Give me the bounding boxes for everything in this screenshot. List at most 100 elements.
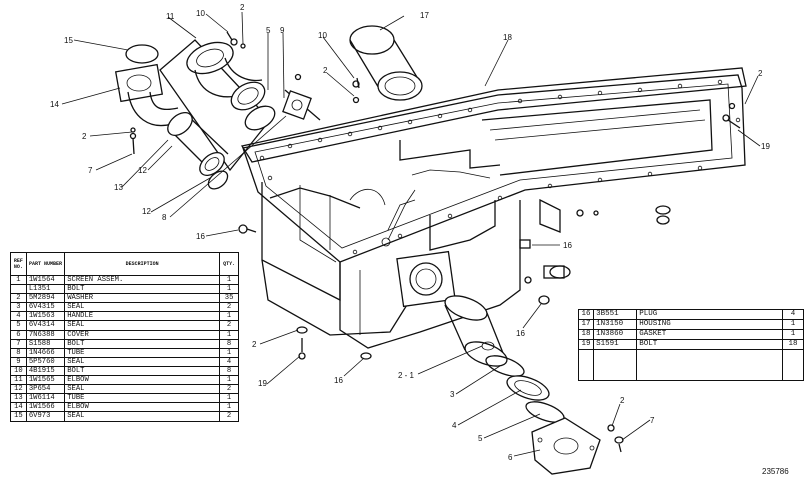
part-number-cell: 1W1564 [25, 274, 66, 286]
ref-cell: 4 [10, 311, 27, 322]
part-number-cell: 6V4314 [25, 320, 66, 331]
part-number-cell: 6V4315 [25, 302, 66, 313]
callout-2: 2 [758, 69, 763, 78]
ref-cell [10, 284, 27, 295]
part-number-cell: 5P5760 [25, 356, 66, 367]
blank-cell [781, 349, 805, 381]
part-number-cell: 1W1563 [25, 311, 66, 322]
qty-cell: 1 [219, 375, 239, 386]
ref-cell: 13 [10, 393, 27, 404]
part-number-cell: S1591 [593, 339, 638, 350]
qty-cell: 1 [219, 274, 239, 286]
part-number-cell: 1N3150 [593, 319, 638, 330]
housing-17 [349, 25, 423, 101]
callout-6: 6 [508, 453, 513, 462]
description-cell: HANDLE [64, 311, 221, 322]
blank-cell [593, 349, 638, 381]
ref-cell: 7 [10, 338, 27, 349]
callout-14: 14 [50, 100, 59, 109]
qty-cell: 18 [781, 339, 805, 350]
callout-10: 10 [318, 31, 327, 40]
part-number-cell: 1N3860 [593, 329, 638, 340]
qty-cell: 2 [219, 320, 239, 331]
part-number-cell: 1N4666 [25, 347, 66, 358]
part-number-cell: 7N6388 [25, 329, 66, 340]
callout-5: 5 [478, 434, 483, 443]
qty-cell: 1 [219, 329, 239, 340]
callout-12: 12 [142, 207, 151, 216]
callout-7: 7 [650, 416, 655, 425]
part-number-cell: 4B1915 [25, 365, 66, 377]
description-cell: ELBOW [64, 402, 221, 413]
description-cell: SEAL [64, 356, 221, 367]
callout-12: 12 [138, 166, 147, 175]
blank-cell [577, 349, 595, 381]
callout-18: 18 [503, 33, 512, 42]
callout-15: 15 [64, 36, 73, 45]
callout-13: 13 [114, 183, 123, 192]
description-cell: TUBE [64, 393, 221, 404]
ref-cell: 19 [577, 339, 595, 350]
elbow-assembly [114, 39, 321, 190]
description-cell: TUBE [64, 347, 221, 358]
callout-10: 10 [196, 9, 205, 18]
ref-cell: 10 [10, 365, 27, 377]
qty-cell: 35 [219, 293, 239, 304]
ref-cell: 8 [10, 347, 27, 358]
part-number-cell: 3P654 [25, 384, 66, 395]
header-part-number: PART NUMBER [25, 252, 66, 276]
callout-5: 5 [266, 26, 271, 35]
qty-cell: 2 [219, 411, 239, 422]
leader-lines [61, 11, 761, 457]
callout-16: 16 [563, 241, 572, 250]
table-blank-row [577, 349, 805, 381]
part-number-cell: 6V973 [25, 411, 66, 422]
ref-cell: 12 [10, 384, 27, 395]
part-number-cell: L1351 [25, 284, 66, 295]
ref-cell: 1 [10, 274, 27, 286]
qty-cell: 1 [219, 347, 239, 358]
blank-cell [636, 349, 783, 381]
ref-cell: 2 [10, 293, 27, 304]
description-cell: SCREEN ASSEM. [64, 274, 221, 286]
part-number-cell: 5M2894 [25, 293, 66, 304]
qty-cell: 8 [219, 338, 239, 349]
header-qty: QTY. [219, 252, 239, 276]
qty-cell: 4 [781, 309, 805, 320]
ref-cell: 17 [577, 319, 595, 330]
description-cell: PLUG [636, 309, 783, 320]
callout-16: 16 [334, 376, 343, 385]
description-cell: SEAL [64, 411, 221, 422]
description-cell: SEAL [64, 302, 221, 313]
ref-cell: 6 [10, 329, 27, 340]
ref-cell: 11 [10, 375, 27, 386]
description-cell: HOUSING [636, 319, 783, 330]
ref-cell: 9 [10, 356, 27, 367]
description-cell: SEAL [64, 384, 221, 395]
qty-cell: 4 [219, 356, 239, 367]
header-ref: REF NO. [10, 252, 27, 276]
part-number-cell: 1W6114 [25, 393, 66, 404]
screen-assembly [444, 295, 601, 475]
callout-2: 2 [82, 132, 87, 141]
description-cell: GASKET [636, 329, 783, 340]
qty-cell: 8 [219, 365, 239, 377]
callout-8: 8 [162, 213, 167, 222]
description-cell: COVER [64, 329, 221, 340]
callout-17: 17 [420, 11, 429, 20]
qty-cell: 1 [781, 329, 805, 340]
